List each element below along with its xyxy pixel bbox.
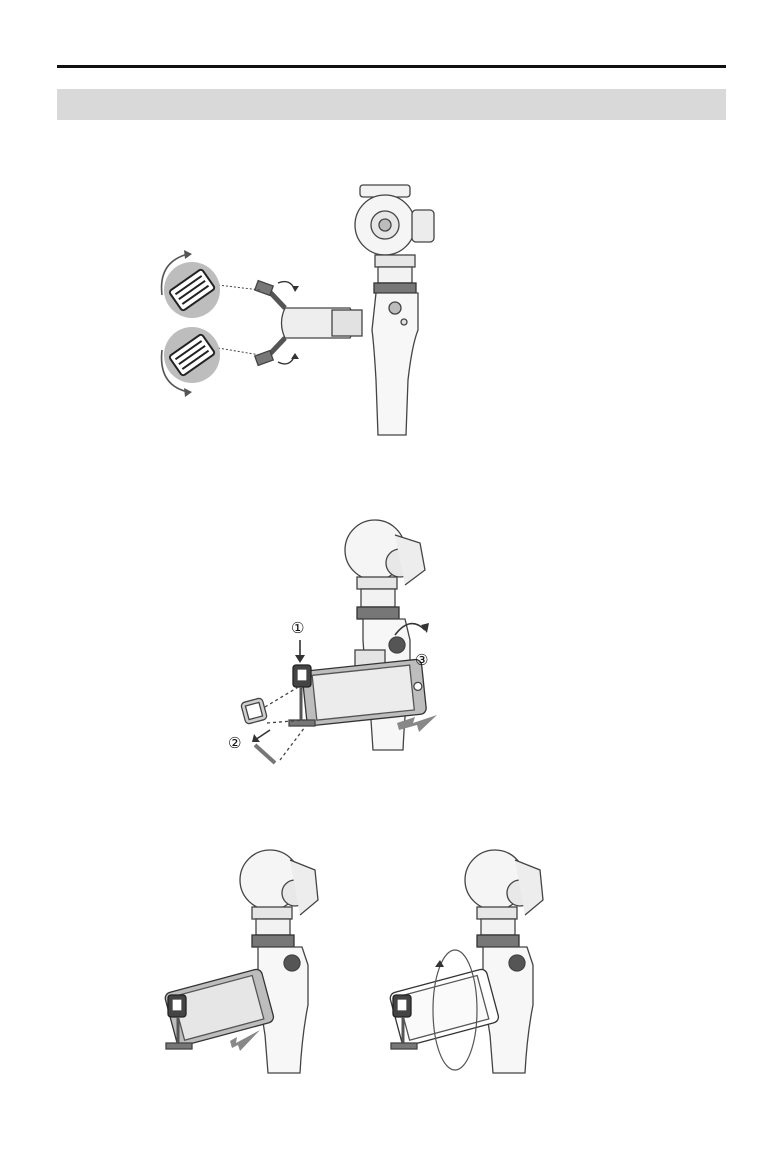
figure-rotate-clamp — [150, 180, 450, 440]
gimbal-landscape-phone-icon — [160, 845, 330, 1075]
figure-portrait-rotate — [385, 845, 555, 1075]
gimbal-rotate-phone-icon — [385, 845, 555, 1075]
top-rule — [57, 65, 726, 68]
figure-attach-phone: ① ② ③ — [225, 515, 450, 770]
gimbal-rotate-clamp-icon — [150, 180, 450, 440]
step-2-label: ② — [228, 734, 241, 752]
figure-landscape-mount — [160, 845, 330, 1075]
section-header-bar — [57, 89, 726, 120]
gimbal-attach-phone-icon: ① ② ③ — [225, 515, 450, 770]
step-1-label: ① — [291, 619, 304, 637]
step-3-label: ③ — [415, 651, 428, 669]
